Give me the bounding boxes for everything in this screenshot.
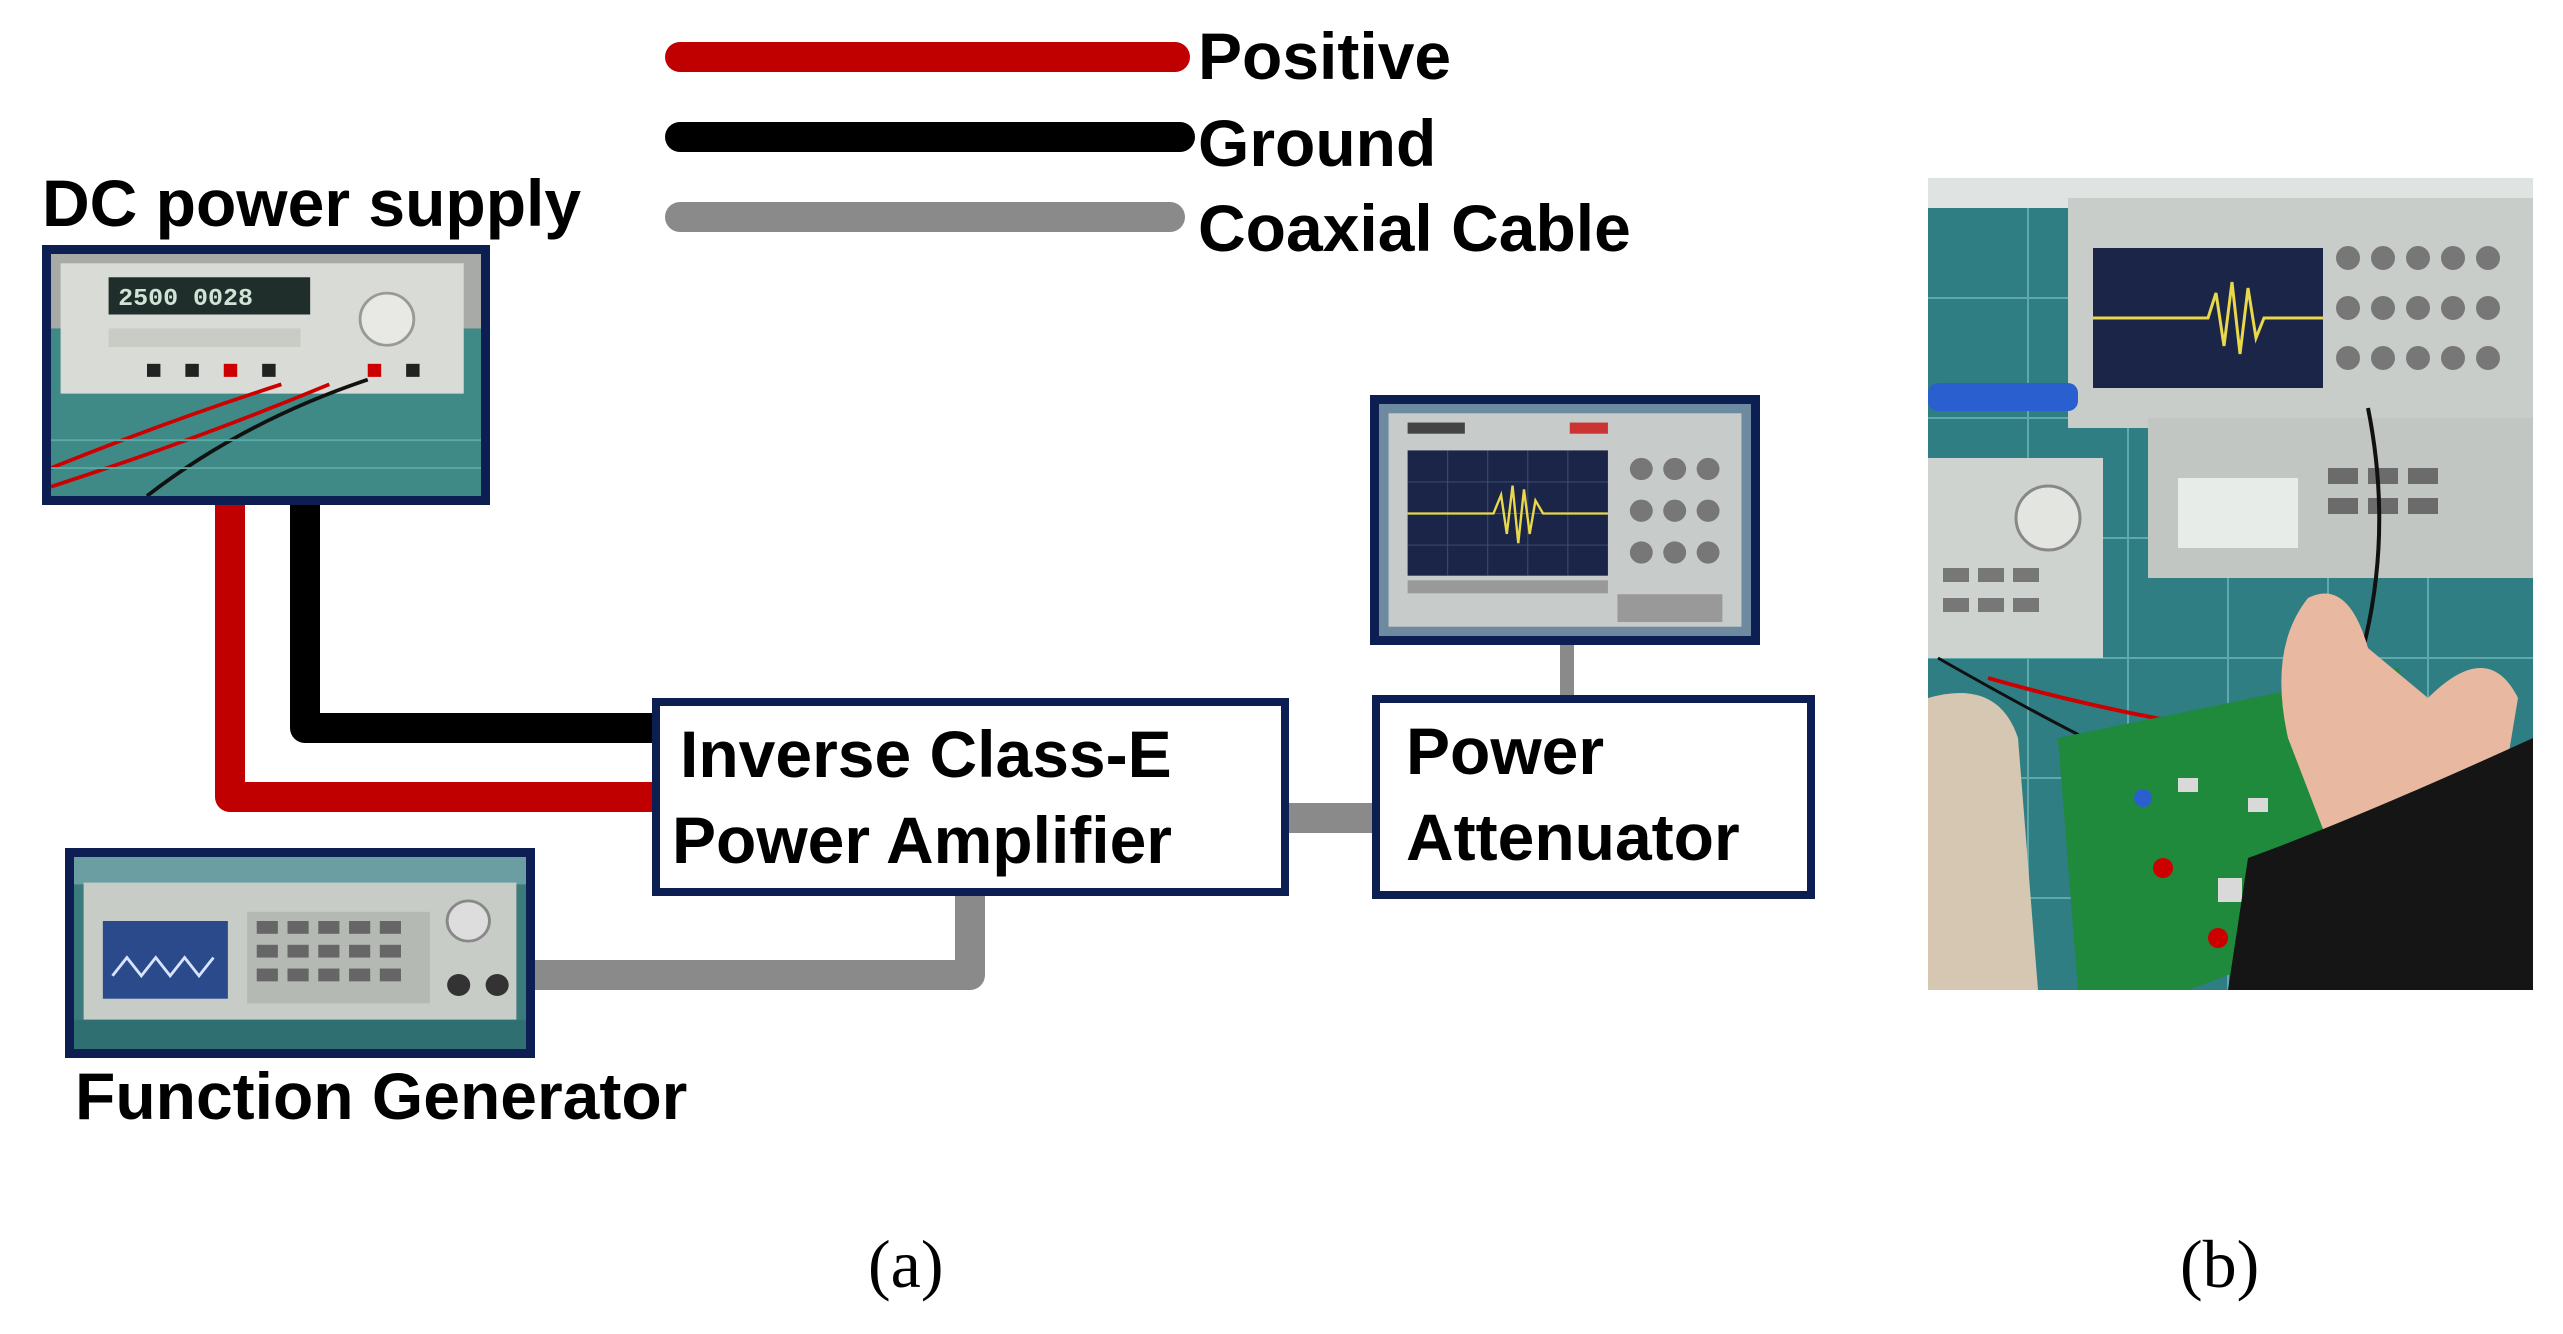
- lab-bench-photo: [1928, 178, 2533, 990]
- amplifier-label-line2: Power Amplifier: [672, 803, 1172, 877]
- dc-supply-display-text: 2500 0028: [118, 286, 253, 313]
- dc-power-supply-label: DC power supply: [42, 166, 582, 240]
- ground-wire: [290, 490, 660, 743]
- function-generator-photo: [65, 848, 535, 1058]
- caption-a: (a): [868, 1226, 944, 1302]
- coax-fg-to-amplifier: [530, 890, 985, 990]
- attenuator-block: Power Attenuator: [1372, 695, 1815, 899]
- positive-wire: [215, 490, 660, 812]
- legend-ground-label: Ground: [1198, 106, 1437, 180]
- dc-power-supply-photo: 2500 0028: [42, 245, 490, 505]
- function-generator-label: Function Generator: [75, 1059, 688, 1133]
- amplifier-block: Inverse Class-E Power Amplifier: [652, 698, 1289, 896]
- legend-positive-label: Positive: [1198, 19, 1452, 93]
- caption-b: (b): [2180, 1226, 2260, 1302]
- oscilloscope-photo: [1370, 395, 1760, 645]
- amplifier-label-line1: Inverse Class-E: [680, 717, 1172, 791]
- legend-coaxial-label: Coaxial Cable: [1198, 191, 1631, 265]
- attenuator-label-line1: Power: [1406, 714, 1605, 788]
- attenuator-label-line2: Attenuator: [1406, 800, 1740, 874]
